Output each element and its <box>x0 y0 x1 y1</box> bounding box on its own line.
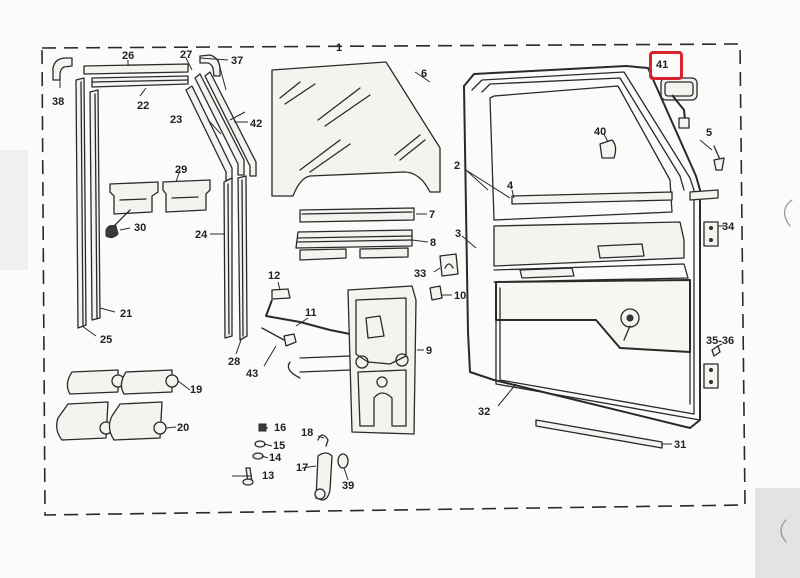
part-43-lock-button <box>283 333 297 347</box>
part-26-upper-seal <box>83 63 189 75</box>
part-39-escutcheon <box>337 453 349 469</box>
part-33-door-lock <box>439 253 459 277</box>
part-15-washer <box>254 440 266 448</box>
part-10-clip <box>429 285 443 301</box>
scan-artifact-circle <box>783 199 793 227</box>
label-part-21: 21 <box>120 308 133 320</box>
label-part-28: 28 <box>228 356 241 368</box>
label-part-33: 33 <box>414 268 427 280</box>
label-part-16: 16 <box>274 422 287 434</box>
part-25-channel-seal <box>75 77 87 329</box>
label-part-9: 9 <box>426 345 433 357</box>
label-part-4: 4 <box>507 180 514 192</box>
label-part-26: 26 <box>122 50 135 62</box>
part-34-upper-hinge <box>703 221 719 247</box>
part-19-seal-rollers <box>66 369 179 395</box>
label-part-13: 13 <box>262 470 275 482</box>
label-part-23: 23 <box>170 114 183 126</box>
label-part-15: 15 <box>273 440 286 452</box>
leader-lines <box>59 57 724 481</box>
label-part-20: 20 <box>177 422 190 434</box>
label-part-18: 18 <box>301 427 314 439</box>
label-part-42: 42 <box>250 118 263 130</box>
label-part-31: 31 <box>674 439 687 451</box>
label-part-40: 40 <box>594 126 607 138</box>
part-32-door-trim-panel <box>495 279 701 421</box>
part-9-window-regulator <box>287 285 417 435</box>
label-part-43: 43 <box>246 368 259 380</box>
part-17-crank-handle <box>315 452 333 501</box>
part-29-bracket-left <box>109 181 159 215</box>
label-part-5: 5 <box>706 127 713 139</box>
label-part-22: 22 <box>137 100 150 112</box>
part-12-rod-clip <box>271 288 291 300</box>
label-part-11: 11 <box>305 307 317 319</box>
label-part-10: 10 <box>454 290 467 302</box>
label-part-8: 8 <box>430 237 437 249</box>
part-35-36-lower-hinge <box>703 363 719 389</box>
part-41-exterior-mirror <box>660 77 698 129</box>
part-40-inner-handle <box>599 139 617 159</box>
label-part-25: 25 <box>100 334 113 346</box>
door-armrest <box>597 243 645 259</box>
label-part-39: 39 <box>342 480 355 492</box>
label-part-7: 7 <box>429 209 436 221</box>
label-part-19: 19 <box>190 384 203 396</box>
label-part-30: 30 <box>134 222 147 234</box>
part-21-run-channel <box>89 89 101 321</box>
label-part-38: 38 <box>52 96 65 108</box>
label-part-37: 37 <box>231 55 244 67</box>
part-6-door-glass <box>271 61 441 197</box>
door-inner-panel <box>493 221 685 267</box>
label-part-29: 29 <box>175 164 188 176</box>
label-part-35-36: 35-36 <box>706 335 735 347</box>
part-31-lower-weatherstrip <box>535 419 663 449</box>
part-29-bracket-right <box>162 179 211 213</box>
label-part-3: 3 <box>455 228 462 240</box>
part-37-corner-cap <box>199 54 221 77</box>
part-27-corner-seal <box>194 73 245 176</box>
label-part-12: 12 <box>268 270 281 282</box>
part-30-push-clip <box>105 225 119 239</box>
highlight-box-part-41[interactable] <box>649 51 683 80</box>
label-part-17: 17 <box>296 462 309 474</box>
label-part-6: 6 <box>421 68 428 80</box>
part-4-belt-seal <box>511 191 673 205</box>
part-20-seal-rollers <box>56 401 167 441</box>
scan-smudge-bottom-right <box>755 488 800 578</box>
part-3-door-shell <box>463 65 701 429</box>
part-11-lock-rod <box>265 299 351 335</box>
label-part-14: 14 <box>269 452 282 464</box>
group-border <box>41 43 746 516</box>
label-part-32: 32 <box>478 406 491 418</box>
label-part-34: 34 <box>722 221 735 233</box>
label-part-27: 27 <box>180 49 193 61</box>
part-14-washer <box>252 452 264 460</box>
part-38-corner-cap <box>52 57 73 81</box>
label-part-41: 41 <box>656 59 669 71</box>
part-18-spring-clip <box>317 434 329 447</box>
scan-smudge-left <box>0 150 28 270</box>
part-8-lift-channel <box>295 229 413 261</box>
part-42-front-frame-seal <box>204 71 257 177</box>
label-part-2: 2 <box>454 160 461 172</box>
label-part-1: 1 <box>336 42 343 54</box>
part-7-glass-channel <box>299 207 415 223</box>
label-part-24: 24 <box>195 229 208 241</box>
